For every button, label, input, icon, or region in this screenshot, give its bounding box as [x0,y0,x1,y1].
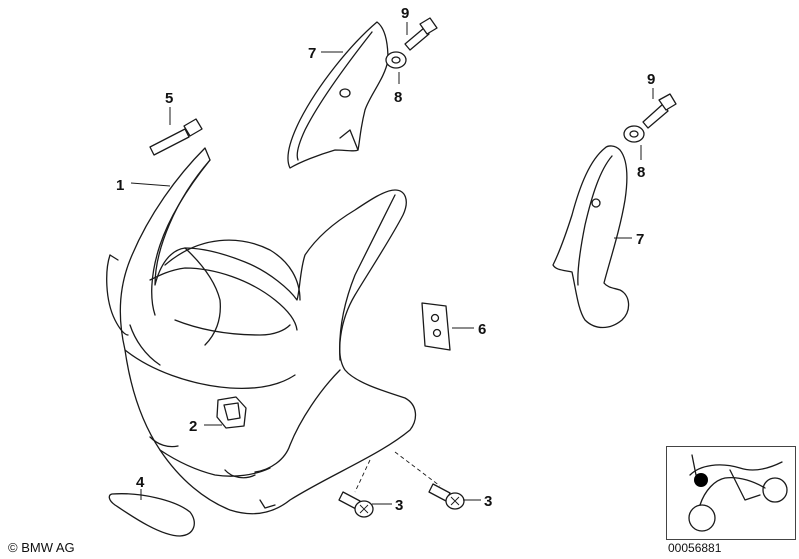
callout-8-top: 8 [394,89,402,106]
part-screw-right [428,483,465,510]
part-bracket-top [287,21,389,169]
callout-3-right: 3 [484,493,492,510]
part-trim-strip [108,493,195,537]
callout-2: 2 [189,418,197,435]
locator-thumbnail-drawing [688,454,788,532]
assembly-line-screw-right [394,451,441,487]
part-rubber-pad [421,302,451,351]
callout-5: 5 [165,90,173,107]
part-clip-nut [216,396,247,429]
callout-9-right: 9 [647,71,655,88]
leader-lines [130,22,654,505]
callout-1: 1 [116,177,124,194]
locator-thumbnail-frame [666,446,796,540]
part-fairing [106,147,417,515]
figure-code: 00056881 [668,541,722,555]
location-marker [694,473,708,487]
copyright-text: © BMW AG [8,540,75,555]
callout-4: 4 [136,474,145,491]
part-hex-screw-right [642,93,677,129]
callout-9-top: 9 [401,5,409,22]
callout-8-right: 8 [637,164,645,181]
callout-6: 6 [478,321,486,338]
part-washer-right [623,125,645,143]
part-washer-top [385,51,407,69]
callout-7-right: 7 [636,231,644,248]
part-bolt [149,118,203,156]
part-hex-screw-top [404,17,438,51]
callout-7-top: 7 [308,45,316,62]
assembly-line-screw-left [354,459,371,493]
part-bracket-right [552,145,630,329]
callout-3-left: 3 [395,497,403,514]
part-screw-left [338,491,374,518]
